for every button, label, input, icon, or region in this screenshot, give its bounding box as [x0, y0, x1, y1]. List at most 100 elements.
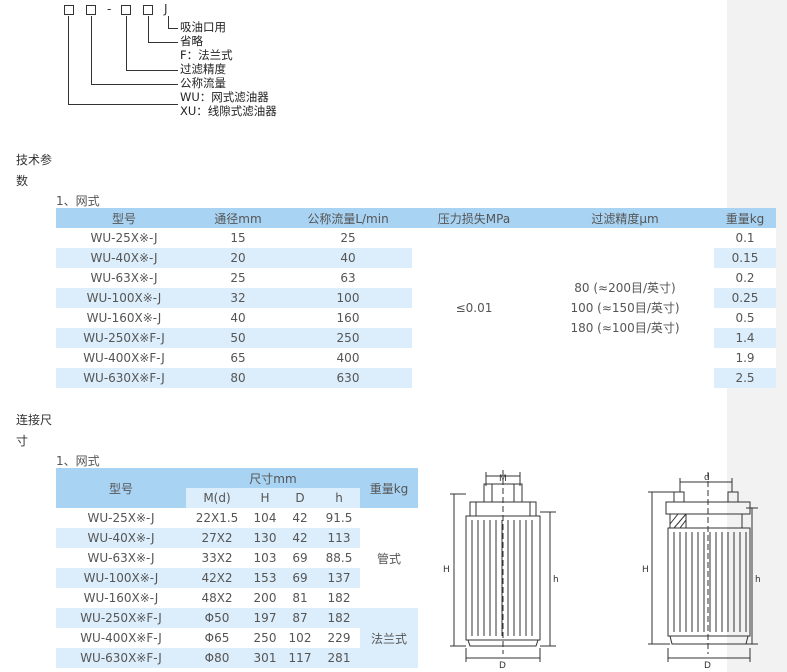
- cell-D: 69: [292, 571, 308, 585]
- cell-md: 48X2: [201, 591, 233, 605]
- cell-h: 182: [327, 591, 351, 605]
- cell-D: 42: [292, 511, 308, 525]
- cell-md: Φ50: [204, 611, 230, 625]
- cell-H: 301: [253, 651, 277, 665]
- cell-bore: 80: [230, 371, 246, 385]
- th-weight: 重量kg: [725, 211, 765, 226]
- th-pressure: 压力损失MPa: [412, 208, 536, 228]
- cell-model: WU-40X※-J: [90, 251, 158, 265]
- cell-weight: 0.25: [731, 291, 759, 305]
- right-sidebar: [727, 0, 787, 672]
- cell-bore: 15: [230, 231, 246, 245]
- cell-h: 88.5: [325, 551, 353, 565]
- cell-weight: 2.5: [735, 371, 755, 385]
- cell-weight: 1.9: [735, 351, 755, 365]
- cell-model: WU-250X※F-J: [80, 611, 162, 625]
- th-bore: 通径mm: [214, 211, 262, 226]
- cell-flow: 63: [340, 271, 356, 285]
- section-tech-sub: 1、网式: [56, 194, 100, 208]
- cell-h: 91.5: [325, 511, 353, 525]
- code-j: J: [164, 2, 168, 16]
- table-row: WU-63X※-J 33X2 103 69 88.5: [56, 548, 418, 568]
- label-h: h: [553, 575, 559, 585]
- cell-D: 87: [292, 611, 308, 625]
- cell-flow: 25: [340, 231, 356, 245]
- table-row: WU-400X※F-J Φ65 250 102 229: [56, 628, 418, 648]
- label-d: d: [704, 473, 710, 483]
- cell-model: WU-250X※F-J: [83, 331, 165, 345]
- legend-xu: XU：线隙式滤油器: [180, 104, 277, 118]
- cell-precision: 80 (≈200目/英寸) 100 (≈150目/英寸) 180 (≈100目/…: [536, 228, 714, 388]
- cell-model: WU-40X※-J: [87, 531, 155, 545]
- label-m: M: [499, 474, 507, 484]
- cell-model: WU-100X※-J: [86, 291, 162, 305]
- code-box-2: [86, 5, 96, 15]
- precision-line-1: 80 (≈200目/英寸): [574, 281, 676, 295]
- cell-bore: 65: [230, 351, 246, 365]
- cell-h: 137: [327, 571, 351, 585]
- legend-flange: F：法兰式: [180, 48, 233, 62]
- legend-wu: WU：网式滤油器: [180, 90, 269, 104]
- table-row: WU-250X※F-J Φ50 197 87 182 法兰式: [56, 608, 418, 668]
- code-box-1: [64, 5, 74, 15]
- pipe-type-drawing: M H h D: [443, 470, 559, 671]
- cell-model: WU-160X※-J: [86, 311, 162, 325]
- cell-H: 250: [253, 631, 277, 645]
- th-model: 型号: [111, 211, 136, 226]
- th2-h: h: [335, 491, 343, 505]
- section-conn-sub: 1、网式: [56, 454, 100, 468]
- cell-H: 197: [253, 611, 277, 625]
- cell-model: WU-630X※F-J: [83, 371, 165, 385]
- cell-H: 200: [253, 591, 277, 605]
- legend-flow: 公称流量: [180, 76, 226, 90]
- th2-dim: 尺寸mm: [249, 471, 297, 486]
- section-conn-title-2: 寸: [16, 434, 29, 448]
- table-row: WU-40X※-J 27X2 130 42 113: [56, 528, 418, 548]
- cell-flow: 160: [336, 311, 360, 325]
- table-row: WU-630X※F-J Φ80 301 117 281: [56, 648, 418, 668]
- th-precision: 过滤精度μm: [536, 208, 714, 228]
- cell-model: WU-100X※-J: [83, 571, 159, 585]
- cell-H: 103: [253, 551, 277, 565]
- cell-weight: 0.2: [735, 271, 755, 285]
- cell-H: 104: [253, 511, 277, 525]
- legend-suction: 吸油口用: [180, 20, 226, 34]
- cell-md: Φ65: [204, 631, 230, 645]
- cell-weight: 0.15: [731, 251, 759, 265]
- table-row: WU-100X※-J 42X2 153 69 137: [56, 568, 418, 588]
- cell-weight: 0.1: [735, 231, 755, 245]
- connection-dims-table: 型号 尺寸mm 重量kg M(d) H D h WU-25X※-J 22X1.5…: [56, 468, 418, 668]
- cell-flow: 250: [336, 331, 360, 345]
- cell-weight: 1.4: [735, 331, 755, 345]
- cell-h: 229: [327, 631, 351, 645]
- label-h2: h: [755, 575, 761, 585]
- cell-flow: 100: [336, 291, 360, 305]
- cell-bore: 20: [230, 251, 246, 265]
- th2-weight: 重量kg: [369, 481, 409, 496]
- cell-bore: 32: [230, 291, 246, 305]
- cell-D: 102: [288, 631, 312, 645]
- section-tech-title-1: 技术参: [16, 153, 53, 167]
- legend-omit: 省略: [180, 34, 203, 48]
- cell-flow: 40: [340, 251, 356, 265]
- cell-model: WU-400X※F-J: [80, 631, 162, 645]
- cell-D: 117: [288, 651, 312, 665]
- precision-line-2: 100 (≈150目/英寸): [570, 301, 680, 315]
- th2-D: D: [295, 491, 305, 505]
- cell-H: 153: [253, 571, 277, 585]
- th-flow: 公称流量L/min: [307, 211, 389, 226]
- cell-D: 42: [292, 531, 308, 545]
- cell-h: 182: [327, 611, 351, 625]
- cell-md: 42X2: [201, 571, 233, 585]
- cell-model: WU-25X※-J: [90, 231, 158, 245]
- th2-model: 型号: [108, 481, 133, 496]
- label-D: D: [499, 661, 506, 671]
- table-row: WU-25X※-J 22X1.5 104 42 91.5 管式: [56, 508, 418, 608]
- cell-h: 281: [327, 651, 351, 665]
- code-box-4: [143, 5, 153, 15]
- section-conn-title-1: 连接尺: [16, 413, 53, 427]
- cell-pressure: ≤0.01: [412, 228, 536, 388]
- cell-md: 33X2: [201, 551, 233, 565]
- label-H: H: [443, 565, 450, 575]
- th2-md: M(d): [203, 491, 231, 505]
